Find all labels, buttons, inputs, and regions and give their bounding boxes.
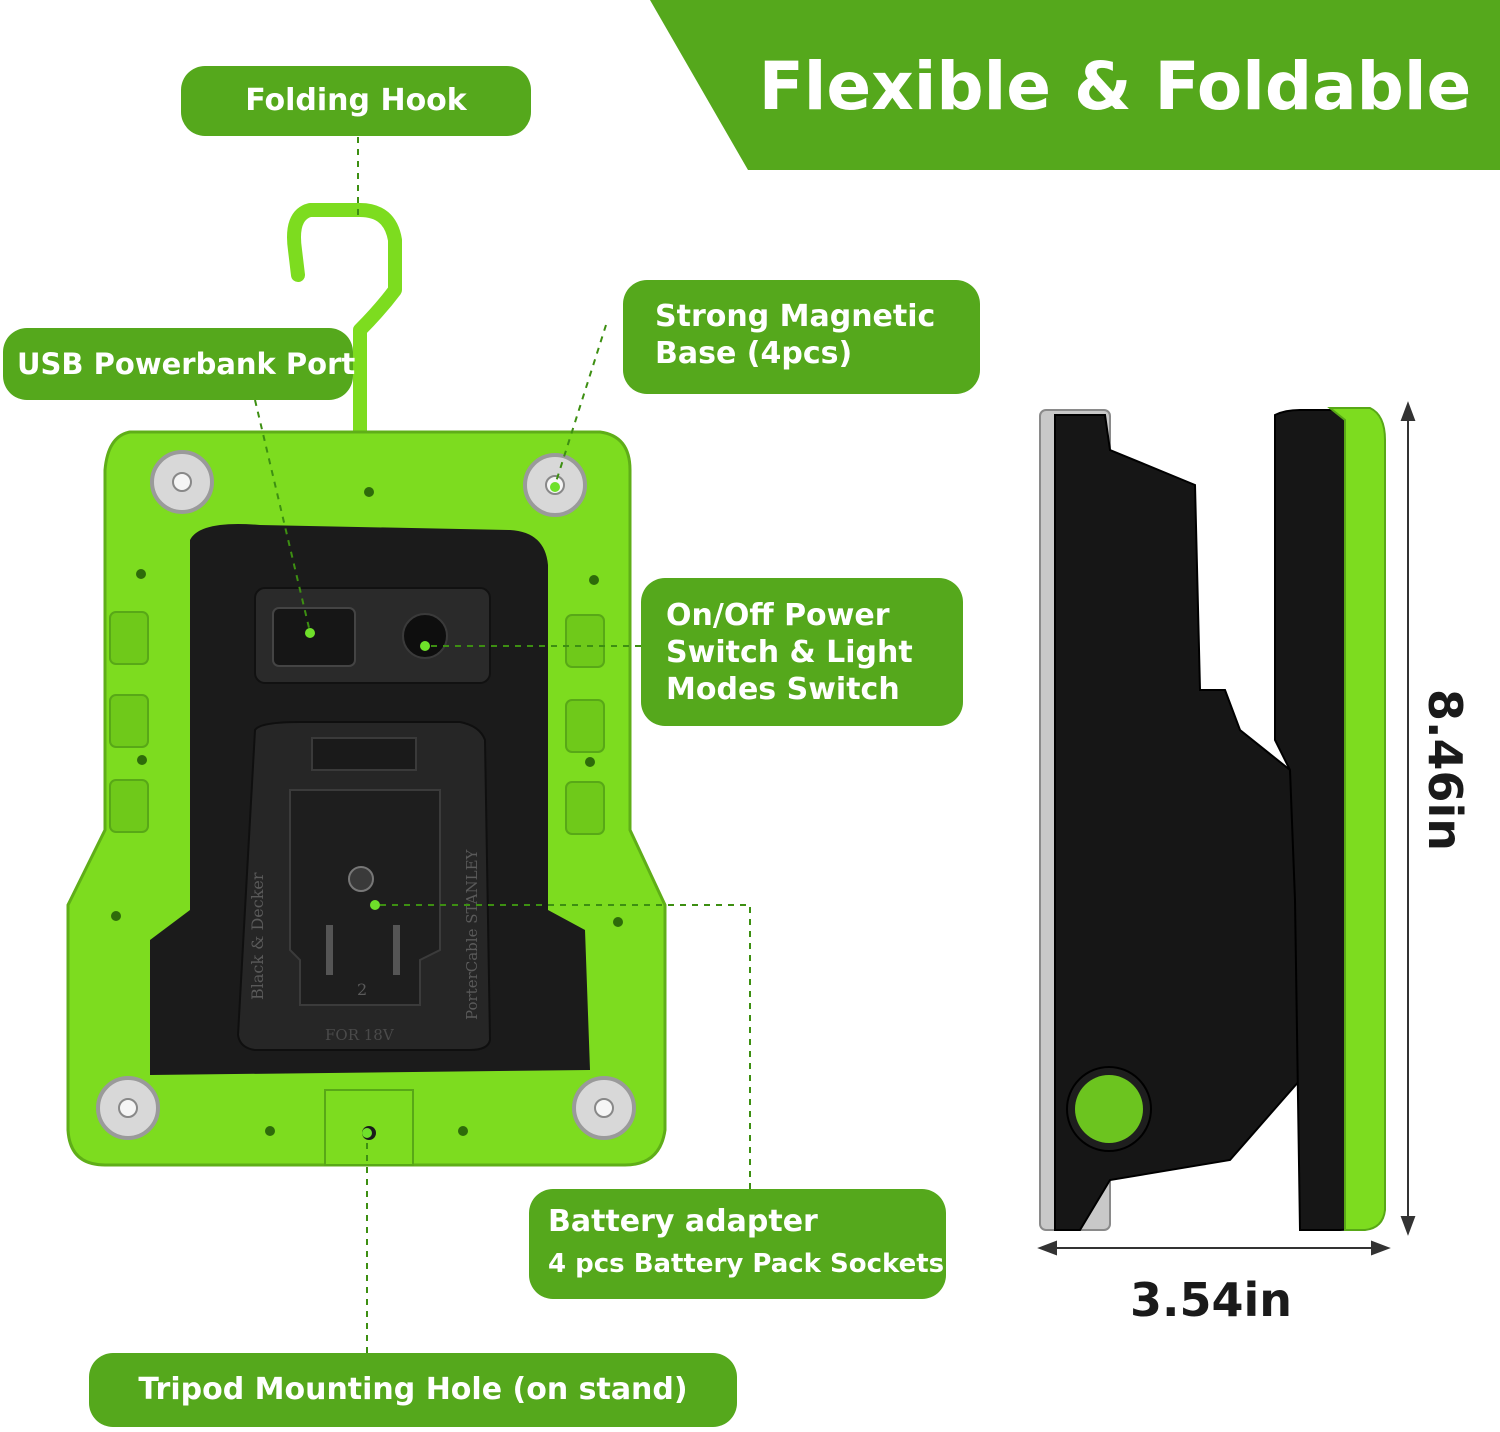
body-screws <box>111 487 623 1136</box>
width-dimension: 3.54in <box>1130 1273 1293 1327</box>
brand-marking-left: Black & Decker <box>248 872 267 1000</box>
magnetic-base-line-2: Base (4pcs) <box>655 336 853 371</box>
brand-marking-right: PorterCable STANLEY <box>463 848 481 1020</box>
folding-hook-label: Folding Hook <box>181 66 531 136</box>
terminal-1 <box>326 925 333 975</box>
header-banner <box>650 0 1500 170</box>
magnet-bottom-right <box>572 1076 636 1140</box>
terminal-2 <box>393 925 400 975</box>
usb-port-cover <box>272 607 356 667</box>
usb-port-label: USB Powerbank Port <box>3 328 355 400</box>
power-switch-line-3: Modes Switch <box>666 672 900 707</box>
voltage-marking: FOR 18V <box>325 1026 395 1044</box>
leader-dots <box>305 482 560 1138</box>
power-button <box>402 613 448 659</box>
width-dimension-arrow <box>1037 1240 1391 1256</box>
battery-adapter-subtitle: 4 pcs Battery Pack Sockets <box>548 1249 945 1279</box>
tripod-label: Tripod Mounting Hole (on stand) <box>89 1353 737 1427</box>
lamp-side-view <box>1039 407 1386 1231</box>
grip-pads <box>109 611 605 835</box>
magnetic-base-label: Strong Magnetic Base (4pcs) <box>623 280 980 394</box>
power-switch-line-1: On/Off Power <box>666 598 890 633</box>
adapter-slot <box>289 789 441 1006</box>
magnet-bottom-left <box>96 1076 160 1140</box>
leader-lines <box>254 137 751 1353</box>
power-switch-label: On/Off Power Switch & Light Modes Switch <box>641 578 963 726</box>
battery-adapter-title: Battery adapter <box>548 1204 818 1239</box>
height-dimension: 8.46in <box>1418 688 1472 851</box>
power-switch-line-2: Switch & Light <box>666 635 913 670</box>
folding-hook-shape <box>287 203 402 527</box>
slot-number: 2 <box>357 980 367 999</box>
magnet-top-left <box>150 450 214 514</box>
magnetic-base-line-1: Strong Magnetic <box>655 299 936 334</box>
page-title: Flexible & Foldable <box>758 48 1472 125</box>
adapter-rail <box>311 737 417 771</box>
adapter-screw <box>348 866 374 892</box>
battery-adapter-label: Battery adapter 4 pcs Battery Pack Socke… <box>529 1189 946 1299</box>
height-dimension-arrow <box>1400 401 1416 1236</box>
